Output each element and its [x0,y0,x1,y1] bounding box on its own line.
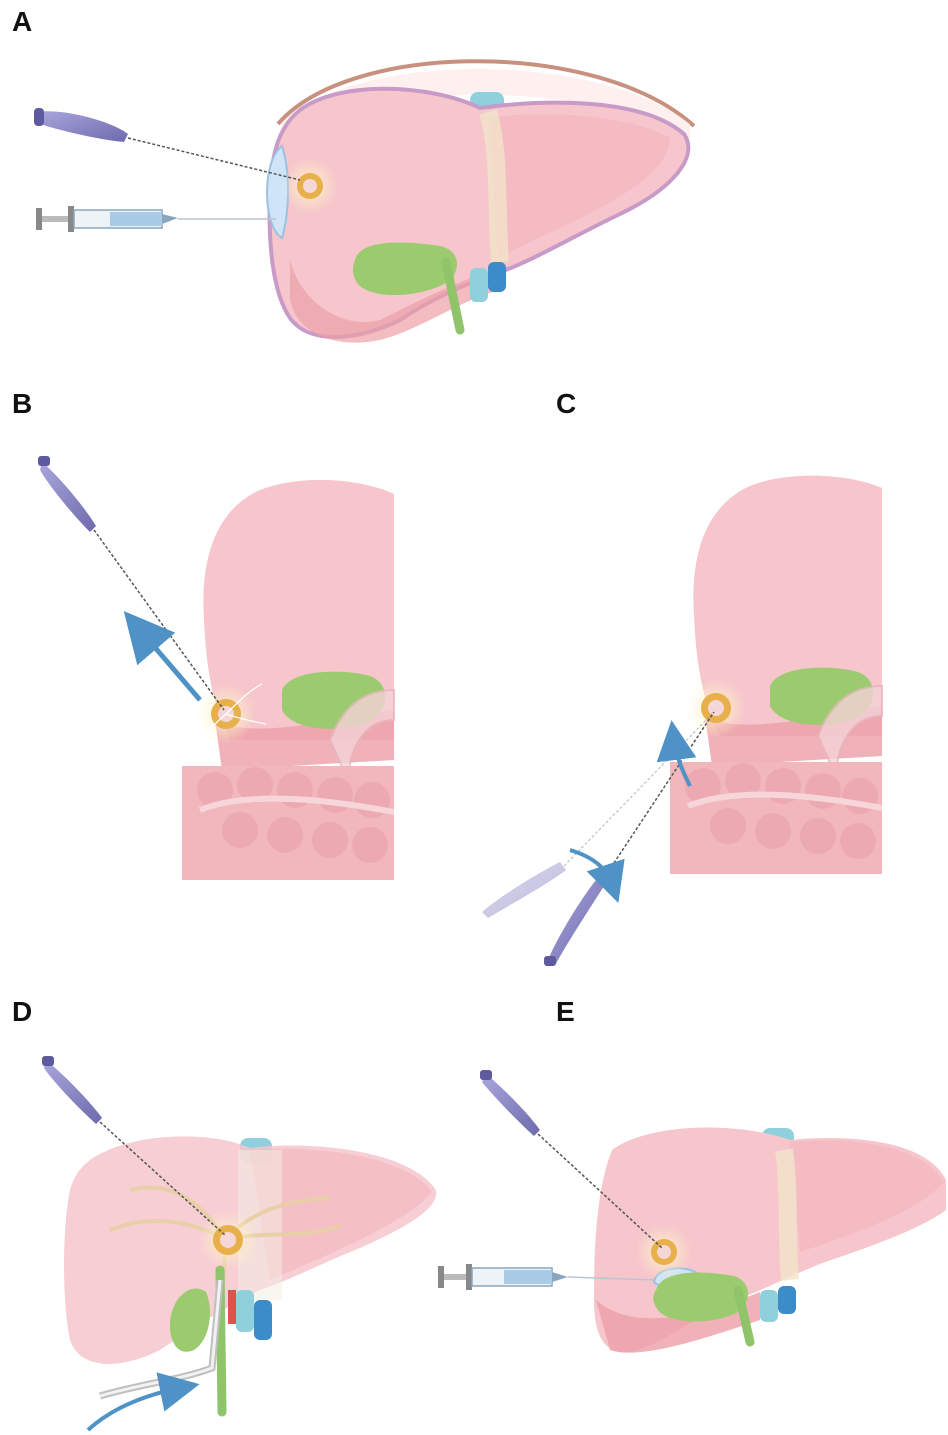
panel-a [34,61,694,342]
vena-cava-bottom [470,268,488,302]
ultrasound-probe-icon [38,456,96,532]
intestine-icon [670,762,882,874]
panel-c [482,476,882,966]
syringe-icon [438,1264,568,1290]
portal-vein [488,262,506,292]
syringe-icon [36,206,178,232]
panel-b [38,456,394,880]
panel-e [438,1070,946,1353]
hepatic-artery [228,1290,236,1324]
ultrasound-probe-icon-faded [482,862,566,918]
ultrasound-probe-icon [42,1056,102,1124]
ultrasound-probe-icon [480,1070,540,1136]
panel-d [42,1056,436,1430]
intestine-icon [182,766,394,880]
portal-vein [778,1286,796,1314]
ultrasound-probe-icon [34,108,128,142]
vena-cava-bottom [760,1290,778,1322]
ultrasound-probe-icon [544,880,604,966]
rotation-arrow-icon [570,850,612,884]
portal-vein [254,1300,272,1340]
vena-cava-bottom [236,1290,254,1332]
